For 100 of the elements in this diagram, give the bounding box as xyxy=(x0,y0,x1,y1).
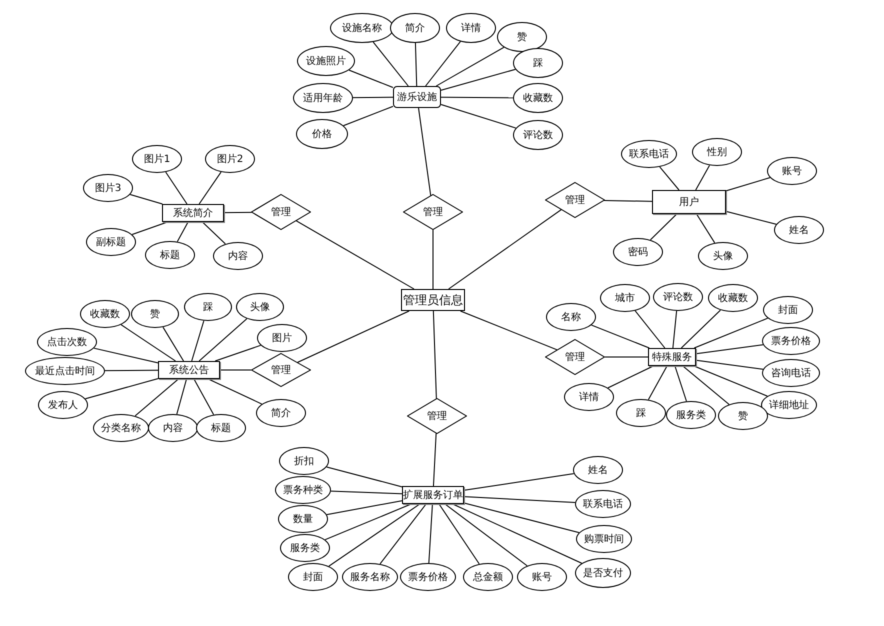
connector-line xyxy=(726,210,777,225)
connector-line xyxy=(324,504,412,540)
attribute-ellipse: 服务类 xyxy=(666,401,716,429)
attribute-ellipse: 赞 xyxy=(131,300,179,328)
attribute-ellipse: 头像 xyxy=(236,293,284,321)
attribute-ellipse: 图片1 xyxy=(132,145,182,173)
connector-line xyxy=(134,378,179,416)
connector-line xyxy=(162,326,184,362)
connector-line xyxy=(214,344,262,362)
connector-line xyxy=(674,366,687,402)
attribute-ellipse: 总金额 xyxy=(463,563,513,591)
attribute-ellipse: 详细地址 xyxy=(761,391,817,419)
relationship-diamond: 管理 xyxy=(545,339,605,375)
attribute-ellipse: 赞 xyxy=(718,402,768,430)
attribute-ellipse: 收藏数 xyxy=(513,83,563,113)
connector-line xyxy=(176,222,189,242)
attribute-ellipse: 图片3 xyxy=(83,174,133,202)
connector-line xyxy=(604,200,652,202)
connector-line xyxy=(726,177,770,192)
connector-line xyxy=(438,504,480,564)
attribute-ellipse: 收藏数 xyxy=(708,284,758,312)
connector-line xyxy=(330,490,402,494)
connector-line xyxy=(693,366,768,397)
connector-line xyxy=(296,220,414,290)
connector-line xyxy=(436,46,504,86)
connector-line xyxy=(590,324,650,348)
connector-line xyxy=(326,500,402,516)
connector-line xyxy=(380,504,427,564)
connector-line xyxy=(93,348,158,364)
attribute-ellipse: 联系电话 xyxy=(621,140,677,168)
connector-line xyxy=(372,42,409,86)
attribute-ellipse: 票务价格 xyxy=(400,563,456,591)
attribute-ellipse: 图片2 xyxy=(205,145,255,173)
connector-line xyxy=(464,473,574,491)
attribute-ellipse: 标题 xyxy=(145,241,195,269)
connector-line xyxy=(425,41,461,86)
connector-line xyxy=(672,310,678,348)
entity-box: 管理员信息 xyxy=(401,289,465,311)
relationship-diamond: 管理 xyxy=(251,194,311,230)
attribute-ellipse: 联系电话 xyxy=(575,490,631,518)
attribute-ellipse: 收藏数 xyxy=(80,300,130,328)
connector-line xyxy=(432,432,437,486)
connector-line xyxy=(696,214,716,244)
attribute-ellipse: 账号 xyxy=(767,157,817,185)
connector-line xyxy=(165,172,188,204)
attribute-ellipse: 票务种类 xyxy=(275,476,331,504)
attribute-ellipse: 分类名称 xyxy=(93,414,149,442)
attribute-ellipse: 设施名称 xyxy=(330,13,394,43)
attribute-ellipse: 数量 xyxy=(278,505,328,533)
attribute-ellipse: 内容 xyxy=(148,414,198,442)
connector-line xyxy=(198,172,222,204)
connector-line xyxy=(464,502,580,534)
attribute-ellipse: 头像 xyxy=(698,242,748,270)
attribute-ellipse: 设施照片 xyxy=(297,46,355,76)
connector-line xyxy=(418,108,432,196)
attribute-ellipse: 票务价格 xyxy=(762,327,820,355)
relationship-diamond: 管理 xyxy=(251,353,311,387)
connector-line xyxy=(297,310,410,363)
connector-line xyxy=(440,104,516,129)
attribute-ellipse: 赞 xyxy=(497,22,547,52)
connector-line xyxy=(694,318,768,348)
attribute-ellipse: 踩 xyxy=(184,293,232,321)
connector-line xyxy=(460,310,558,350)
attribute-ellipse: 折扣 xyxy=(279,447,329,475)
attribute-ellipse: 最近点击时间 xyxy=(25,357,105,385)
connector-line xyxy=(440,68,516,91)
connector-line xyxy=(680,310,721,348)
connector-line xyxy=(634,310,666,348)
attribute-ellipse: 名称 xyxy=(546,303,596,331)
entity-box: 系统公告 xyxy=(158,361,220,379)
attribute-ellipse: 是否支付 xyxy=(575,558,631,588)
connector-line xyxy=(444,504,528,566)
entity-box: 游乐设施 xyxy=(393,86,441,108)
attribute-ellipse: 封面 xyxy=(763,296,813,324)
entity-box: 用户 xyxy=(652,190,726,214)
attribute-ellipse: 密码 xyxy=(613,238,663,266)
attribute-ellipse: 评论数 xyxy=(653,283,703,311)
connector-line xyxy=(132,222,168,236)
connector-line xyxy=(696,360,764,370)
connector-line xyxy=(224,212,252,214)
connector-line xyxy=(343,106,394,126)
attribute-ellipse: 封面 xyxy=(288,563,338,591)
connector-line xyxy=(648,366,668,400)
attribute-ellipse: 详情 xyxy=(446,13,496,43)
connector-line xyxy=(84,378,158,400)
attribute-ellipse: 适用年龄 xyxy=(293,83,353,113)
connector-line xyxy=(348,70,394,88)
connector-line xyxy=(452,504,582,564)
attribute-ellipse: 姓名 xyxy=(774,216,824,244)
connector-line xyxy=(696,344,764,354)
connector-line xyxy=(120,324,176,362)
attribute-ellipse: 姓名 xyxy=(573,456,623,484)
attribute-ellipse: 性别 xyxy=(692,138,742,166)
attribute-ellipse: 详情 xyxy=(564,383,614,411)
connector-line xyxy=(650,214,678,240)
connector-line xyxy=(659,166,680,190)
connector-line xyxy=(432,310,437,399)
connector-line xyxy=(104,370,158,372)
attribute-ellipse: 购票时间 xyxy=(576,525,632,553)
connector-line xyxy=(191,320,204,362)
